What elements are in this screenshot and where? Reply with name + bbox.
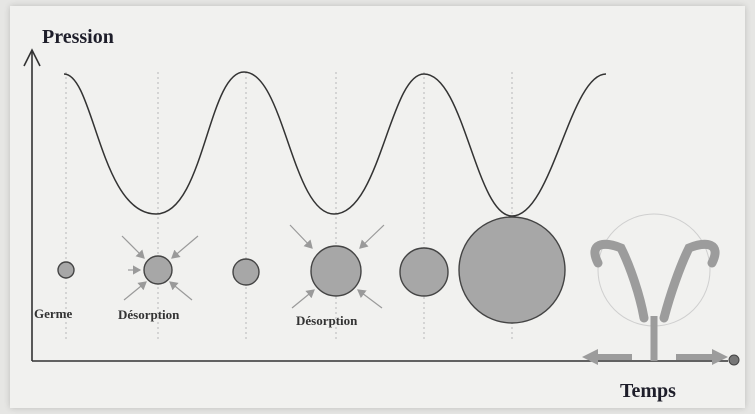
bubble-3 [232,258,260,286]
desorption-arrows [289,224,385,309]
pressure-wave [63,71,607,217]
desorption-label-2: Désorption [296,313,358,328]
desorption-label-1: Désorption [118,307,180,322]
x-axis-label: Temps [620,380,676,402]
paper-sheet [10,6,745,408]
axes [23,48,728,362]
bubbles [57,216,566,324]
desorption-arrows [121,235,199,301]
time-guides [65,72,513,340]
bubble-desorption-2 [310,245,362,297]
y-axis-label: Pression [42,26,114,48]
bubble-max [458,216,566,324]
germe-label: Germe [34,306,73,321]
collapsing-jet-icon [582,213,740,366]
bubble-5 [399,247,449,297]
germ-bubble [57,261,75,279]
bubble-desorption-1 [143,255,173,285]
y-axis-arrowhead [23,48,41,67]
